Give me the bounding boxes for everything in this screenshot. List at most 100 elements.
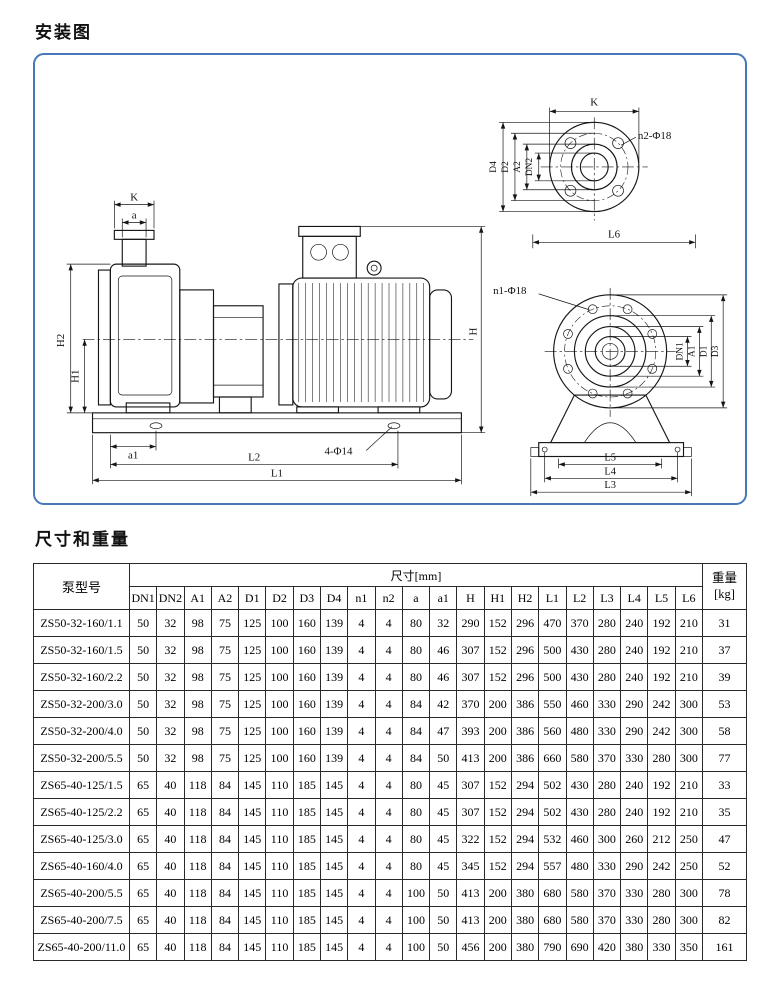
dim-column-header: L1	[538, 586, 567, 610]
installation-diagram-box: K a H2 H1 H a1 L2 L1 4-Φ14	[33, 53, 747, 505]
dim-value-cell: 296	[510, 663, 540, 691]
installation-diagram: K a H2 H1 H a1 L2 L1 4-Φ14	[55, 96, 728, 497]
dim-value-cell: 152	[483, 852, 512, 880]
dim-value-cell: 370	[456, 690, 485, 718]
model-cell: ZS50-32-160/1.5	[33, 636, 130, 664]
dim-label-l5: L5	[604, 452, 616, 463]
dim-value-cell: 185	[292, 798, 321, 826]
dim-value-cell: 160	[292, 636, 321, 664]
dim-value-cell: 4	[347, 852, 376, 880]
dim-value-cell: 50	[429, 879, 458, 907]
dim-value-cell: 4	[374, 636, 403, 664]
terminal-box-lid	[298, 225, 361, 237]
dim-column-header: n2	[374, 586, 403, 610]
dim-value-cell: 192	[647, 798, 676, 826]
dim-value-cell: 240	[620, 636, 649, 664]
dim-value-cell: 145	[238, 906, 267, 934]
dim-value-cell: 98	[183, 663, 212, 691]
model-cell: ZS65-40-125/3.0	[33, 825, 130, 853]
dim-value-cell: 75	[210, 609, 240, 637]
dim-value-cell: 4	[347, 933, 376, 961]
dim-value-cell: 50	[429, 933, 458, 961]
dim-value-cell: 500	[538, 636, 567, 664]
dim-value-cell: 460	[565, 825, 594, 853]
weight-cell: 161	[702, 933, 747, 961]
dim-value-cell: 294	[510, 825, 540, 853]
dim-value-cell: 307	[456, 663, 485, 691]
dim-value-cell: 330	[647, 933, 676, 961]
dim-value-cell: 4	[374, 609, 403, 637]
dim-column-header: A2	[210, 586, 240, 610]
suction-bolt-hole	[587, 388, 598, 399]
motor-cooling-fins	[298, 282, 424, 402]
dim-label-l6: L6	[608, 228, 621, 240]
dim-value-cell: 75	[210, 717, 240, 745]
dim-value-cell: 290	[620, 717, 649, 745]
dim-value-cell: 84	[210, 933, 240, 961]
model-cell: ZS50-32-200/5.5	[33, 744, 130, 772]
dim-value-cell: 139	[319, 609, 349, 637]
dim-value-cell: 50	[429, 744, 458, 772]
dim-value-cell: 47	[429, 717, 458, 745]
dim-value-cell: 580	[565, 744, 594, 772]
dim-value-cell: 118	[183, 906, 212, 934]
weight-cell: 37	[702, 636, 747, 664]
dim-value-cell: 45	[429, 771, 458, 799]
dim-value-cell: 4	[374, 690, 403, 718]
dim-value-cell: 84	[210, 825, 240, 853]
dim-value-cell: 145	[238, 771, 267, 799]
dim-value-cell: 240	[620, 771, 649, 799]
dim-value-cell: 200	[483, 906, 512, 934]
weight-cell: 82	[702, 906, 747, 934]
dim-column-header: D2	[265, 586, 294, 610]
dim-value-cell: 456	[456, 933, 485, 961]
dim-label-l1: L1	[271, 467, 283, 479]
dim-label-l4: L4	[604, 466, 616, 477]
dim-value-cell: 192	[647, 771, 676, 799]
dim-value-cell: 40	[156, 906, 185, 934]
dim-value-cell: 145	[319, 906, 349, 934]
dim-value-cell: 65	[128, 825, 158, 853]
dim-value-cell: 98	[183, 690, 212, 718]
dim-value-cell: 32	[156, 609, 185, 637]
model-cell: ZS65-40-125/1.5	[33, 771, 130, 799]
dim-value-cell: 532	[538, 825, 567, 853]
dim-value-cell: 50	[128, 717, 158, 745]
dim-label-h: H	[467, 327, 479, 335]
dim-value-cell: 296	[510, 636, 540, 664]
dim-value-cell: 100	[265, 717, 294, 745]
dim-value-cell: 290	[456, 609, 485, 637]
dim-label-dn1: DN1	[676, 342, 686, 361]
dim-value-cell: 100	[265, 609, 294, 637]
dim-value-cell: 307	[456, 798, 485, 826]
dim-value-cell: 32	[156, 690, 185, 718]
dim-label-h1: H1	[70, 370, 82, 383]
header-weight-unit: [kg]	[714, 586, 735, 601]
dim-value-cell: 80	[401, 771, 431, 799]
dim-value-cell: 185	[292, 933, 321, 961]
discharge-flange	[113, 229, 155, 240]
model-cell: ZS50-32-200/4.0	[33, 717, 130, 745]
dim-value-cell: 110	[265, 771, 294, 799]
dim-value-cell: 145	[319, 825, 349, 853]
dim-value-cell: 470	[538, 609, 567, 637]
dim-value-cell: 160	[292, 690, 321, 718]
suction-flange	[97, 269, 111, 406]
dim-value-cell: 580	[565, 879, 594, 907]
dim-value-cell: 65	[128, 798, 158, 826]
dim-value-cell: 300	[674, 906, 704, 934]
dim-value-cell: 330	[620, 744, 649, 772]
dim-value-cell: 4	[347, 798, 376, 826]
dim-label-a2: A2	[513, 161, 523, 173]
dim-value-cell: 430	[565, 636, 594, 664]
pedestal	[549, 394, 671, 444]
dim-value-cell: 125	[238, 744, 267, 772]
dim-value-cell: 212	[647, 825, 676, 853]
dim-value-cell: 50	[128, 744, 158, 772]
dim-value-cell: 160	[292, 609, 321, 637]
casing-bolt-note: n1-Φ18	[493, 285, 527, 297]
dim-value-cell: 210	[674, 636, 704, 664]
